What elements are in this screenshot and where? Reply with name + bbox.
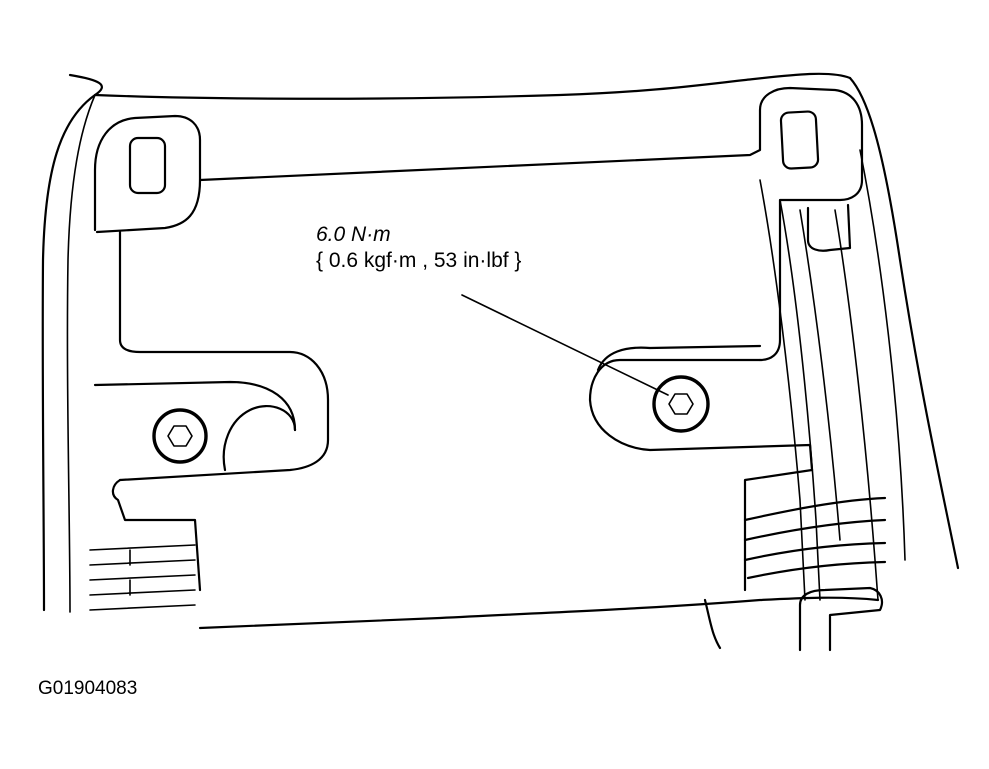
bracket-right-mount (588, 358, 814, 472)
bracket-left-edge (93, 380, 297, 432)
torque-value: 6.0 N·m (316, 223, 391, 246)
figure-code: G01904083 (38, 678, 138, 699)
leader-line (461, 294, 669, 396)
rail-3 (799, 209, 841, 541)
bracket-right-bottom (743, 468, 814, 592)
bracket-bottom-tab (111, 478, 202, 592)
torque-callout: 6.0 N·m { 0.6 kgf·m , 53 in·lbf } (316, 222, 521, 274)
bottom-right-curve (703, 598, 722, 650)
stack-lines-left (89, 544, 196, 611)
housing-top-line (93, 72, 852, 100)
rail-2 (779, 199, 821, 601)
rail-4 (834, 209, 879, 601)
harness-band-3 (743, 541, 887, 562)
left-slot-hole (128, 136, 167, 195)
housing-right-outer (848, 76, 960, 570)
bracket-bottom-edge (198, 596, 880, 630)
bracket-left-lug (95, 178, 202, 234)
torque-conversion: { 0.6 kgf·m , 53 in·lbf } (316, 249, 522, 272)
rail-clip (806, 203, 852, 252)
right-slot-hole (779, 110, 820, 170)
housing-left-curve (41, 73, 103, 612)
bracket-plate (93, 86, 864, 362)
bracket-left-slot (222, 405, 297, 472)
harness-band-2 (743, 518, 887, 542)
bracket-right-notch (596, 344, 762, 372)
housing-left-inner (66, 94, 96, 613)
bracket-left-side (118, 230, 330, 482)
hex-bolt-icon (652, 375, 710, 433)
housing-right-inner (859, 149, 906, 561)
harness-band-1 (743, 496, 887, 522)
hex-bolt-icon (152, 408, 208, 464)
harness-band-4 (746, 560, 887, 580)
bottom-right-plate (798, 586, 884, 652)
rail-1 (759, 179, 806, 601)
